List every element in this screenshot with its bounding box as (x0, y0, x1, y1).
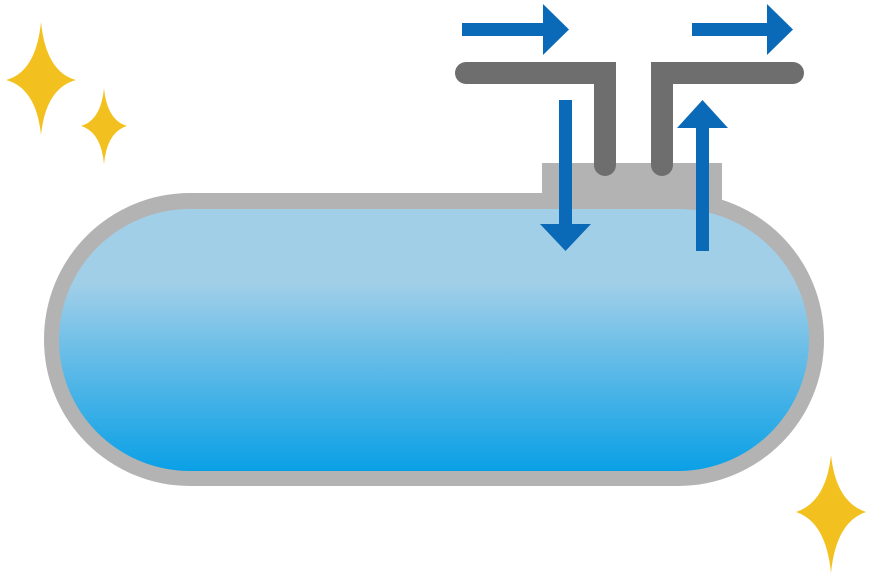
flow-arrow-top-right (692, 4, 793, 55)
inlet-pipe (651, 62, 804, 176)
flow-arrow-up-out-of-tank (677, 100, 728, 251)
tank-body (44, 163, 824, 486)
tank-liquid (59, 209, 809, 471)
sparkle-large-top-left (6, 22, 76, 135)
sparkle-bottom-right (796, 455, 866, 573)
flow-arrow-top-left (462, 4, 569, 55)
outlet-pipe (455, 62, 616, 176)
flow-arrow-down-into-tank (540, 100, 591, 251)
sparkle-small-top-left (81, 88, 127, 164)
